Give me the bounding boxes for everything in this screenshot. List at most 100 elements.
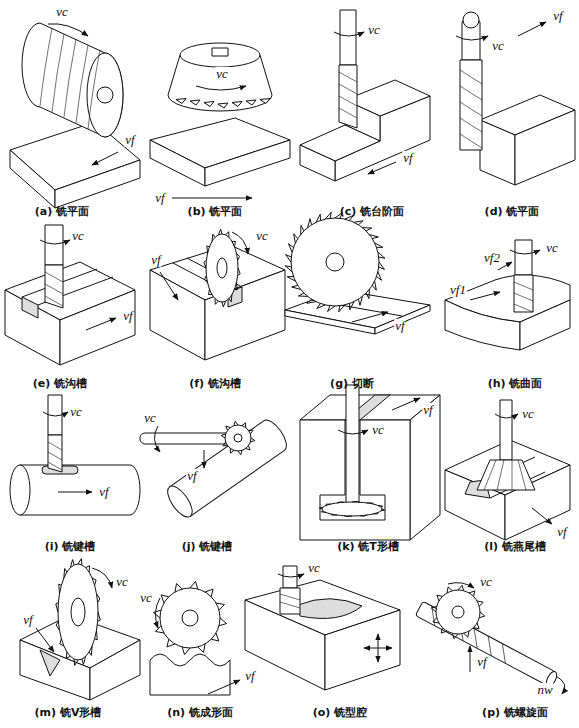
dovetail-milling-l — [445, 400, 570, 540]
drawing-stroke — [480, 120, 515, 185]
drawing-stroke — [436, 590, 480, 634]
drawing-stroke — [381, 509, 385, 511]
panel-caption: (p) 铣螺旋面 — [481, 707, 549, 719]
drawing-stroke — [140, 433, 232, 444]
drawing-stroke — [338, 430, 368, 434]
drawing-stroke — [156, 626, 164, 633]
drawing-stroke — [238, 268, 241, 276]
drawing-stroke — [86, 566, 90, 572]
drawing-stroke — [321, 511, 326, 513]
motion-symbol: vc — [545, 241, 559, 255]
drawing-stroke — [479, 612, 484, 618]
drawing-stroke — [470, 646, 471, 672]
drawing-stroke — [300, 145, 335, 181]
drawing-stroke — [198, 644, 205, 652]
motion-symbol: vc — [521, 407, 535, 421]
drawing-stroke — [556, 676, 565, 694]
drawing-stroke — [441, 628, 447, 634]
drawing-stroke — [437, 595, 443, 601]
drawing-stroke — [431, 585, 484, 638]
panel-caption: (e) 铣沟槽 — [32, 378, 88, 390]
drawing-stroke — [234, 434, 242, 442]
drawing-stroke — [90, 640, 140, 700]
drawing-stroke — [204, 276, 207, 283]
drawing-stroke — [204, 229, 240, 307]
drawing-stroke — [431, 606, 436, 612]
drawing-stroke — [242, 423, 246, 428]
drawing-stroke — [205, 140, 290, 186]
drawing-stroke — [92, 578, 96, 585]
motion-symbol: vf — [122, 309, 133, 323]
drawing-stroke — [514, 282, 533, 312]
panel-caption: (f) 铣沟槽 — [188, 378, 242, 390]
panel-caption: (a) 铣平面 — [34, 206, 90, 218]
drawing-stroke — [153, 581, 226, 654]
drawing-stroke — [217, 258, 227, 278]
drawing-stroke — [286, 255, 292, 262]
drawing-stroke — [316, 214, 321, 222]
drawing-stroke — [182, 610, 198, 626]
drawing-stroke — [232, 102, 242, 107]
drawing-stroke — [250, 438, 254, 442]
drawing-stroke — [234, 421, 238, 425]
drawing-stroke — [410, 395, 440, 540]
drawing-stroke — [230, 449, 234, 454]
drawing-stroke — [204, 102, 214, 107]
motion-symbol: vc — [479, 575, 493, 589]
drawing-stroke — [246, 100, 256, 105]
drawing-stroke — [236, 253, 239, 260]
drawing-stroke — [98, 612, 101, 621]
drawing-stroke — [163, 416, 291, 521]
drawing-stroke — [95, 630, 98, 640]
drawing-stroke — [160, 588, 220, 648]
motion-symbol: vf1 — [449, 283, 467, 297]
drawing-stroke — [92, 152, 118, 165]
motion-symbol: vc — [371, 423, 385, 437]
drawing-stroke — [362, 228, 371, 231]
motion-symbol: vc — [71, 229, 85, 243]
motion-symbol: vf2 — [483, 251, 501, 265]
drawing-stroke — [89, 646, 92, 656]
drawing-stroke — [366, 289, 369, 298]
drawing-stroke — [211, 633, 219, 641]
drawing-stroke — [223, 442, 228, 446]
drawing-stroke — [218, 103, 228, 108]
drawing-stroke — [308, 219, 312, 228]
drawing-stroke — [433, 618, 439, 623]
drawing-stroke — [291, 218, 379, 306]
drawing-stroke — [340, 10, 356, 65]
drawing-stroke — [60, 290, 135, 365]
pocket-milling-o — [245, 566, 400, 690]
step-milling-c — [300, 10, 430, 181]
drawing-stroke — [204, 450, 205, 468]
drawing-stroke — [222, 301, 226, 307]
drawing-stroke — [232, 241, 235, 246]
drawing-stroke — [22, 23, 123, 137]
drawing-stroke — [10, 465, 30, 515]
drawing-stroke — [196, 86, 246, 90]
motion-symbol: vc — [215, 67, 229, 81]
drawing-stroke — [64, 569, 67, 579]
drawing-stroke — [20, 465, 140, 515]
drawing-stroke — [86, 318, 116, 330]
drawing-stroke — [160, 272, 178, 300]
drawing-stroke — [280, 588, 300, 614]
drawing-stroke — [22, 297, 38, 318]
keyway-milling-i — [10, 395, 140, 515]
motion-symbol: nw — [536, 683, 553, 697]
drawing-stroke — [285, 310, 375, 334]
motion-symbol: vf — [422, 403, 433, 417]
drawing-stroke — [319, 501, 384, 516]
drawing-stroke — [56, 559, 100, 666]
drawing-stroke — [288, 244, 293, 252]
motion-symbol: vf — [556, 525, 567, 539]
drawing-stroke — [22, 269, 113, 305]
drawing-stroke — [325, 212, 331, 219]
drawing-stroke — [368, 162, 396, 174]
drawing-stroke — [206, 234, 238, 302]
drawing-stroke — [226, 232, 229, 238]
drawing-stroke — [322, 502, 382, 516]
drawing-stroke — [221, 421, 255, 455]
drawing-stroke — [372, 281, 376, 290]
drawing-stroke — [484, 460, 526, 490]
